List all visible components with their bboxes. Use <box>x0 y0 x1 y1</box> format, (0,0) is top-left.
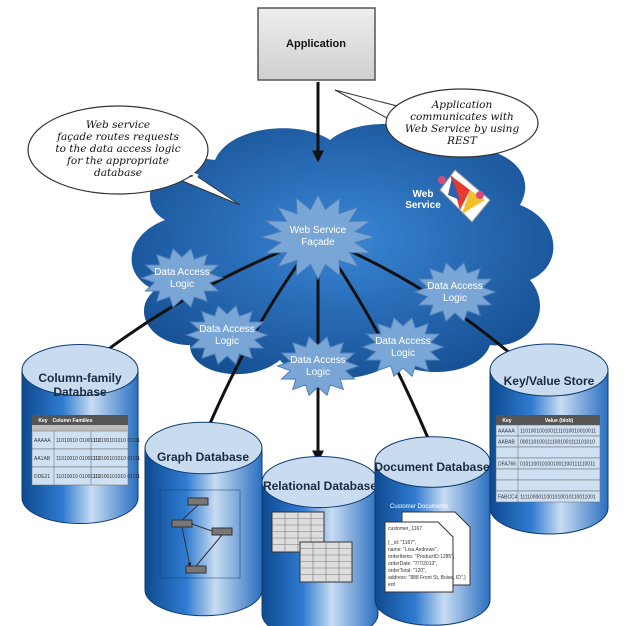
table-header: Value (blob) <box>545 418 574 424</box>
application-label: Application <box>286 38 346 50</box>
data-access-burst <box>413 261 497 323</box>
table-cell: 110100101010 01111 <box>93 438 140 444</box>
table-row: DFA766 0101100101001001100111110011 <box>495 457 601 470</box>
database-title: Relational Database <box>263 479 377 493</box>
table-row: AABAB 0001101001111001001111101010 <box>495 435 601 448</box>
table-row <box>495 446 601 459</box>
table-cell: 11010010 01001111 <box>56 474 101 480</box>
table-cell: DFA766 <box>498 462 516 468</box>
graph-node <box>211 527 233 536</box>
graph-node <box>185 565 207 574</box>
graph-node <box>171 519 193 528</box>
web-service-facade-burst <box>259 193 377 281</box>
table-cell: 1111000011001010010110011001 <box>520 495 596 501</box>
document-caption: Customer Documents <box>390 504 448 510</box>
table-header: Column Families <box>52 418 92 424</box>
relational-table <box>299 541 353 583</box>
table-cell: AA1AB <box>34 456 51 462</box>
table-header: Key <box>502 418 511 424</box>
table-cell: 110100101010 01111 <box>93 474 140 480</box>
svg-text:address: "888 Front St, Boise,: address: "888 Front St, Boise, ID",} <box>388 575 466 581</box>
svg-text:eof: eof <box>388 582 396 588</box>
table-cell: 0001101001111001001111101010 <box>520 440 595 446</box>
table-row <box>495 479 601 492</box>
data-access-burst <box>361 316 445 378</box>
table-cell: AAAAA <box>498 429 515 435</box>
relational-database: Relational Database <box>261 455 379 626</box>
svg-text:orderDate: "7/7/2013",: orderDate: "7/7/2013", <box>388 561 437 567</box>
database-title: Key/Value Store <box>504 374 595 388</box>
svg-text:orderTotal: "120",: orderTotal: "120", <box>388 568 426 574</box>
table-row: AAAAA 1101001001001111010010010011 <box>495 424 601 437</box>
data-access-burst <box>276 335 360 397</box>
database-title: Graph Database <box>157 450 249 464</box>
svg-text:orderItems: "ProductID:1285",: orderItems: "ProductID:1285", <box>388 554 454 560</box>
table-cell: 1101001001001111010010010011 <box>520 429 596 435</box>
graph-database: Graph Database <box>144 421 263 617</box>
customer-document <box>384 521 454 593</box>
database-title: Document Database <box>374 460 490 474</box>
table-cell: AABAB <box>498 440 515 446</box>
svg-text:name: "Lisa Andrews",: name: "Lisa Andrews", <box>388 547 438 553</box>
table-row <box>495 468 601 481</box>
application-box: Application <box>257 7 376 81</box>
data-access-burst <box>185 304 269 366</box>
table-cell: 11010010 01001111 <box>56 438 101 444</box>
data-access-burst <box>140 247 224 309</box>
table-cell: 11010010 01001111 <box>56 456 101 462</box>
graph-node <box>187 497 209 506</box>
svg-text:{ _id: "1167",: { _id: "1167", <box>388 540 416 546</box>
table-cell: 0101100101001001100111110011 <box>520 462 595 468</box>
table-header: Key <box>38 418 47 424</box>
table-cell: FABCC4 <box>498 495 518 501</box>
svg-text:customer_1167: customer_1167 <box>388 526 422 532</box>
table-cell: 110100101010 01111 <box>93 456 140 462</box>
table-cell: DDE21 <box>34 474 50 480</box>
table-cell: AAAAA <box>34 438 51 444</box>
